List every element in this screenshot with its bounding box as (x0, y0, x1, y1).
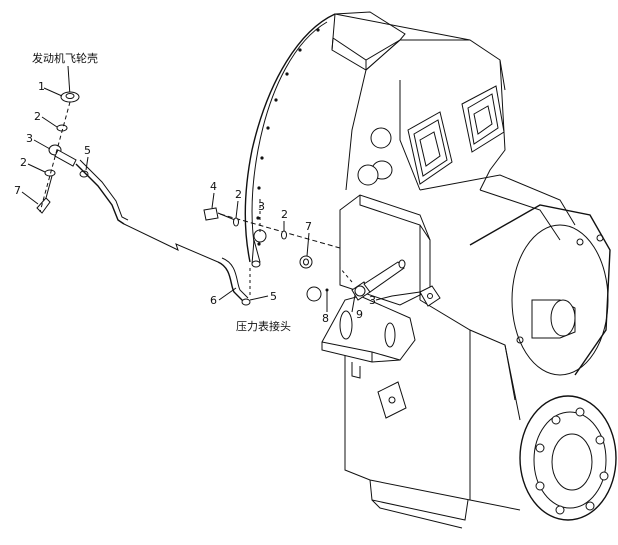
callout-4: 4 (210, 180, 217, 193)
callout-3c: 3 (369, 294, 376, 307)
callout-7b: 7 (305, 220, 312, 233)
callout-9: 9 (356, 308, 363, 321)
pipe-assembly-left (36, 65, 251, 306)
part-3-banjo (48, 144, 77, 167)
callout-1: 1 (38, 80, 45, 93)
transmission-housing (244, 11, 617, 529)
callout-6: 6 (210, 294, 217, 307)
callout-5a: 5 (84, 144, 91, 157)
part-7-bolt (36, 175, 53, 214)
pressure-gauge-joint (306, 259, 406, 313)
caption-pressure-gauge-joint: 压力表接头 (236, 319, 291, 333)
callout-2a: 2 (34, 110, 41, 123)
callout-8: 8 (322, 312, 329, 325)
callout-2b: 2 (20, 156, 27, 169)
callout-2d: 2 (281, 208, 288, 221)
callout-3a: 3 (26, 132, 33, 145)
callout-5b: 5 (270, 290, 277, 303)
fitting-row-middle (203, 196, 341, 298)
callout-7a: 7 (14, 184, 21, 197)
mounting-bracket (321, 295, 416, 379)
part-1-fitting (60, 91, 80, 103)
flange-bolts (256, 28, 320, 246)
inspection-cover-right (461, 85, 505, 153)
output-flange (519, 395, 617, 521)
inspection-cover-left (407, 111, 453, 185)
callout-2c: 2 (235, 188, 242, 201)
callout-labels: 1 2 3 2 7 5 4 2 3 2 7 6 5 8 9 3 (14, 80, 421, 325)
callout-3b: 3 (258, 200, 265, 213)
caption-flywheel-housing: 发动机飞轮壳 (32, 51, 98, 65)
